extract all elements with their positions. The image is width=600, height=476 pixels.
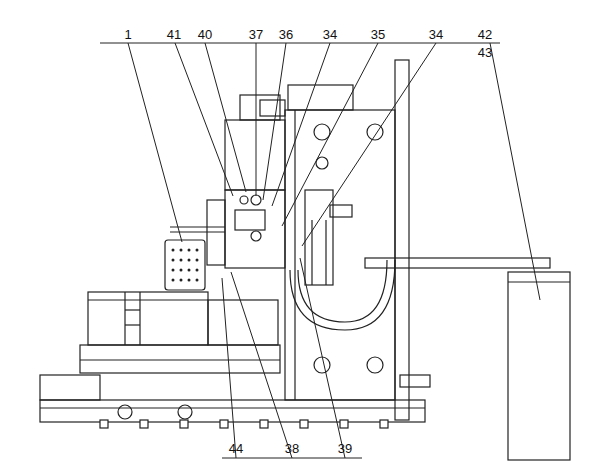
callout-number: 43 <box>477 46 493 60</box>
callout-number: 38 <box>284 442 300 456</box>
callout-number: 42 <box>477 28 493 42</box>
callout-number: 40 <box>197 28 213 42</box>
machine-outline <box>40 60 570 460</box>
callout-number: 44 <box>228 442 244 456</box>
callout-number: 34 <box>428 28 444 42</box>
callout-number: 37 <box>248 28 264 42</box>
callout-number: 1 <box>123 28 132 42</box>
callout-leaders <box>100 43 540 458</box>
callout-number: 34 <box>322 28 338 42</box>
callout-number: 39 <box>337 442 353 456</box>
callout-number: 36 <box>278 28 294 42</box>
callout-number: 35 <box>370 28 386 42</box>
callout-number: 41 <box>166 28 182 42</box>
